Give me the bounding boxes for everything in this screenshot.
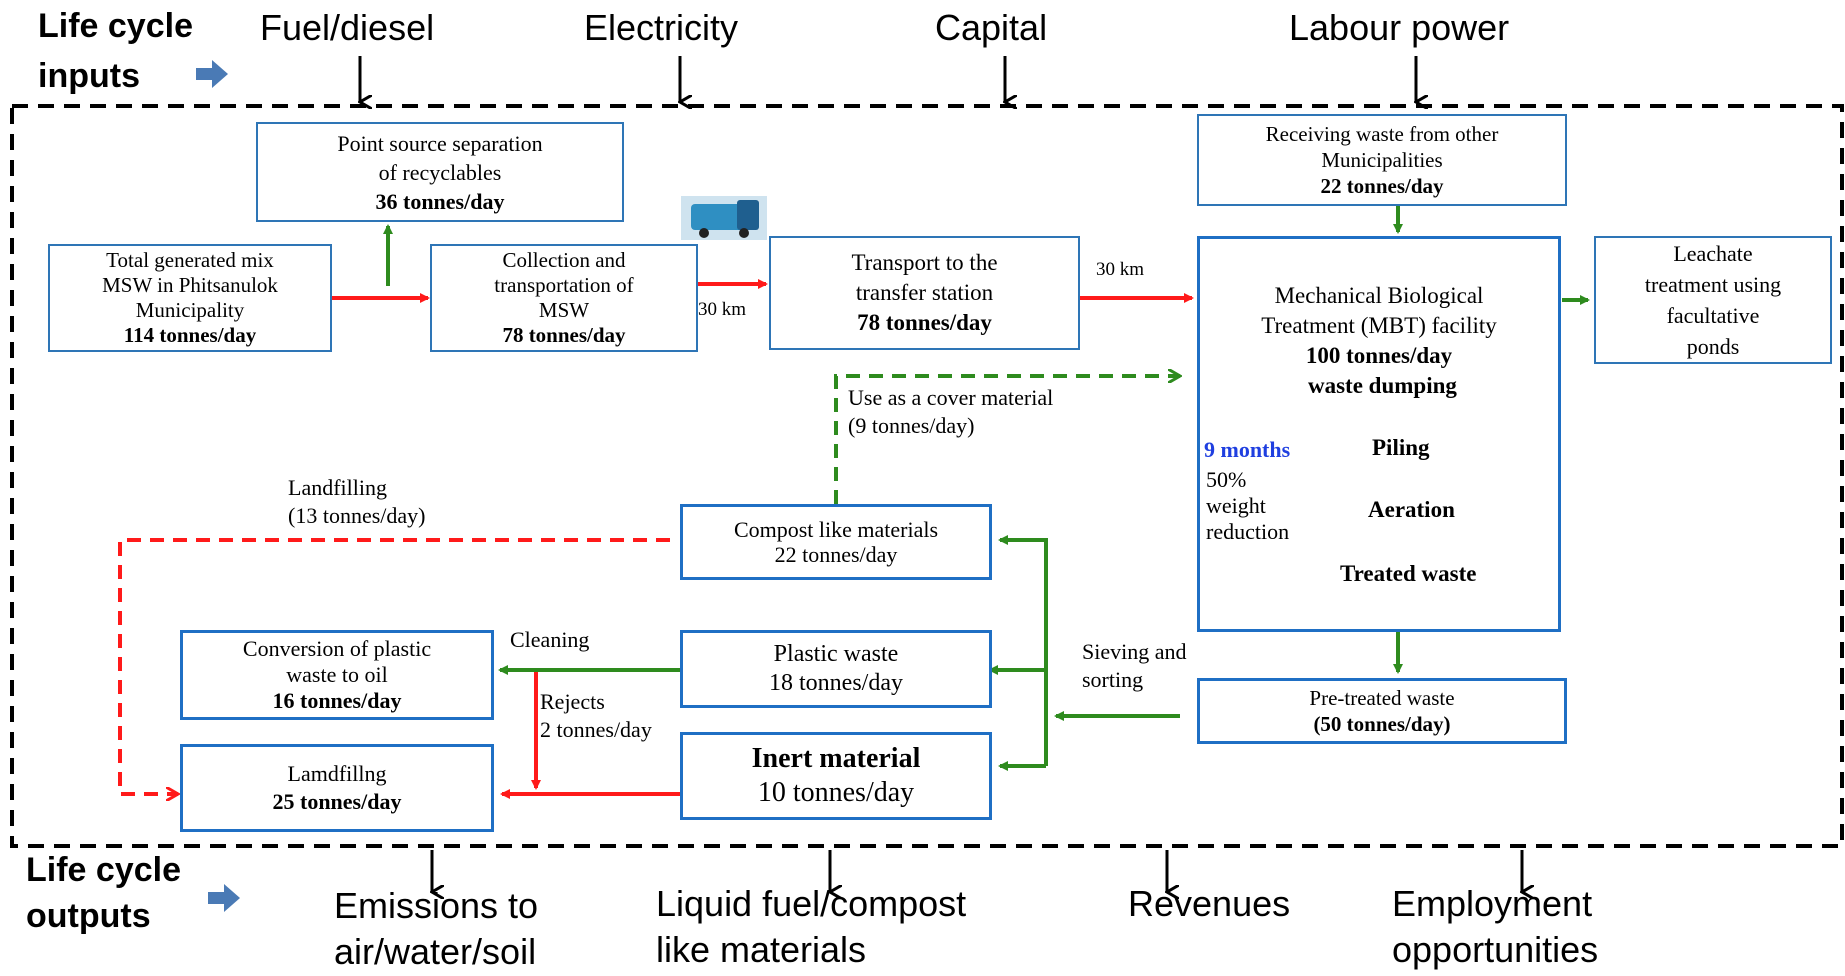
input-capital: Capital — [935, 7, 1048, 48]
generated-line1: Total generated mix — [106, 248, 274, 272]
conversion-line2: waste to oil — [286, 662, 388, 687]
sieving-label-line2: sorting — [1082, 667, 1144, 692]
transport-value: 78 tonnes/day — [857, 310, 992, 335]
mbt-reduction-line3: reduction — [1206, 519, 1290, 544]
landfill-value: 25 tonnes/day — [272, 789, 402, 814]
leachate-box: Leachate treatment using facultative pon… — [1594, 236, 1832, 364]
mbt-step-treated: Treated waste — [1340, 561, 1477, 586]
cover-material-label-line1: Use as a cover material — [848, 385, 1054, 410]
collection-line3: MSW — [538, 298, 590, 322]
output-emissions-line1: Emissions to — [334, 885, 539, 926]
separation-value: 36 tonnes/day — [375, 188, 505, 214]
input-electricity: Electricity — [584, 7, 739, 48]
collection-box: Collection and transportation of MSW 78 … — [430, 244, 698, 352]
collection-line2: transportation of — [494, 273, 634, 297]
compost-line1: Compost like materials — [733, 517, 939, 542]
input-fuel: Fuel/diesel — [260, 7, 435, 48]
leachate-line1: Leachate — [1673, 241, 1753, 266]
mbt-line1: Mechanical Biological — [1274, 283, 1484, 308]
mbt-reduction-line1: 50% — [1206, 467, 1247, 492]
mbt-step-piling: Piling — [1372, 435, 1430, 460]
receiving-line2: Municipalities — [1321, 148, 1443, 172]
outputs-label-line2: outputs — [26, 897, 151, 935]
inputs-label-line1: Life cycle — [38, 7, 193, 45]
garbage-truck-icon — [681, 196, 767, 240]
landfilling-label-line2: (13 tonnes/day) — [288, 503, 426, 528]
mbt-step-dumping: waste dumping — [1308, 373, 1457, 398]
transport-line2: transfer station — [855, 280, 994, 305]
conversion-value: 16 tonnes/day — [272, 688, 402, 713]
landfilling-label-line1: Landfilling — [288, 475, 387, 500]
sieving-label-line1: Sieving and — [1082, 639, 1187, 664]
conversion-box: Conversion of plastic waste to oil 16 to… — [180, 630, 494, 720]
outputs-label-line1: Life cycle — [26, 851, 181, 889]
distance-label-transfer: 30 km — [1096, 259, 1145, 280]
receiving-line1: Receiving waste from other — [1265, 122, 1499, 146]
mbt-line2: Treatment (MBT) facility — [1261, 313, 1497, 338]
mbt-step-aeration: Aeration — [1368, 497, 1455, 522]
inert-box: Inert material 10 tonnes/day — [680, 732, 992, 820]
mbt-value: 100 tonnes/day — [1305, 343, 1453, 368]
conversion-line1: Conversion of plastic — [242, 636, 432, 661]
arrow-compost-to-cover — [834, 376, 1180, 504]
plastic-line1: Plastic waste — [773, 641, 899, 667]
transport-box: Transport to the transfer station 78 ton… — [769, 236, 1080, 350]
cleaning-label: Cleaning — [510, 627, 590, 652]
leachate-line4: ponds — [1686, 334, 1740, 359]
leachate-line3: facultative — [1666, 303, 1760, 328]
receiving-value: 22 tonnes/day — [1320, 174, 1444, 198]
inputs-label-line2: inputs — [38, 57, 140, 95]
generated-line3: Municipality — [135, 298, 245, 322]
output-liquidfuel-line2: like materials — [656, 929, 867, 970]
pretreated-line1: Pre-treated waste — [1309, 686, 1455, 710]
inputs-arrow-icon — [196, 60, 228, 88]
inert-line2: 10 tonnes/day — [757, 777, 915, 808]
leachate-line2: treatment using — [1644, 272, 1782, 297]
pretreated-box: Pre-treated waste (50 tonnes/day) — [1197, 678, 1567, 744]
collection-value: 78 tonnes/day — [502, 323, 626, 347]
landfill-box: Lamdfillng 25 tonnes/day — [180, 744, 494, 832]
compost-box: Compost like materials 22 tonnes/day — [680, 504, 992, 580]
cover-material-label-line2: (9 tonnes/day) — [848, 413, 975, 438]
mbt-reduction-line2: weight — [1206, 493, 1266, 518]
generated-line2: MSW in Phitsanulok — [102, 273, 278, 297]
separation-box: Point source separation of recyclables 3… — [256, 122, 624, 222]
inert-line1: Inert material — [751, 743, 921, 774]
landfill-line1: Lamdfillng — [287, 761, 387, 786]
transport-line1: Transport to the — [851, 250, 998, 275]
collection-line1: Collection and — [502, 248, 626, 272]
mbt-duration: 9 months — [1204, 437, 1291, 462]
mbt-box: Mechanical Biological Treatment (MBT) fa… — [1197, 236, 1561, 632]
distance-label-collection: 30 km — [698, 299, 747, 320]
plastic-box: Plastic waste 18 tonnes/day — [680, 630, 992, 708]
output-revenues: Revenues — [1128, 883, 1291, 924]
plastic-line2: 18 tonnes/day — [769, 670, 903, 696]
rejects-label-line2: 2 tonnes/day — [540, 717, 652, 742]
output-employment-line2: opportunities — [1392, 929, 1599, 970]
generated-box: Total generated mix MSW in Phitsanulok M… — [48, 244, 332, 352]
arrow-compost-to-landfill — [118, 538, 670, 794]
output-emissions-line2: air/water/soil — [334, 931, 537, 972]
output-employment-line1: Employment — [1392, 883, 1593, 924]
outputs-arrow-icon — [208, 884, 240, 912]
separation-line2: of recyclables — [378, 159, 502, 185]
generated-value: 114 tonnes/day — [123, 323, 257, 347]
system-boundary — [10, 104, 1844, 848]
receiving-box: Receiving waste from other Municipalitie… — [1197, 114, 1567, 206]
output-liquidfuel-line1: Liquid fuel/compost — [656, 883, 967, 924]
pretreated-value: (50 tonnes/day) — [1313, 712, 1451, 736]
rejects-label-line1: Rejects — [540, 689, 605, 714]
compost-line2: 22 tonnes/day — [774, 542, 898, 567]
separation-line1: Point source separation — [337, 130, 543, 156]
input-labour: Labour power — [1289, 7, 1510, 48]
